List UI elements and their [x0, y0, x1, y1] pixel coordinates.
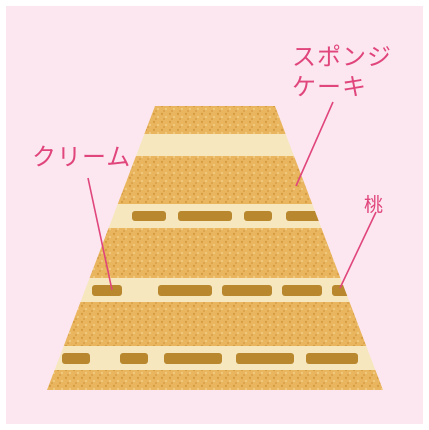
cream-leader-line	[87, 177, 113, 291]
peach-row-3	[62, 353, 358, 364]
sponge-layer-4	[47, 302, 383, 346]
sponge-cake-label: スポンジ ケーキ	[292, 42, 392, 102]
cream-label: クリーム	[32, 143, 132, 171]
sponge-leader-line	[295, 101, 334, 187]
peach-leader-line	[339, 211, 377, 289]
sponge-layer-5	[47, 370, 383, 390]
sponge-label-line1: スポンジ	[292, 43, 392, 71]
sponge-layer-3	[47, 228, 383, 278]
peach-row-1	[132, 211, 328, 221]
sponge-label-line2: ケーキ	[292, 73, 367, 101]
sponge-layer-1	[47, 106, 383, 134]
peach-label: 桃	[364, 194, 385, 216]
